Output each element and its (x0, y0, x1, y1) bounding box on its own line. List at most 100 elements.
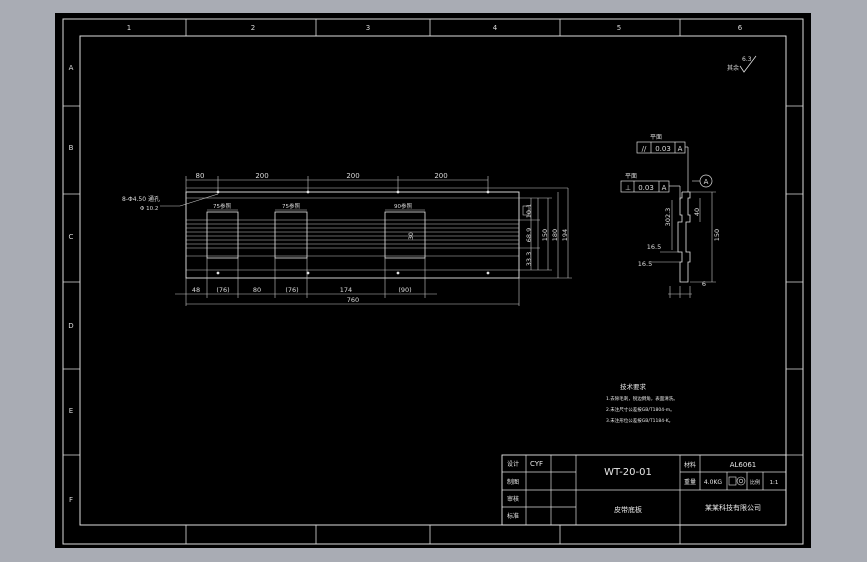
slot-height-dim: 30 (408, 232, 415, 240)
top-dim-1: 80 (196, 172, 205, 180)
tech-req-line-3: 3.未注形位公差按GB/T1184-K。 (606, 417, 673, 424)
bottom-dim-5: 174 (340, 286, 352, 294)
side-dimension-lines (650, 191, 716, 298)
front-view: 80 200 200 200 8-Φ4.50 通孔 Φ 10.2 75参照 75… (122, 172, 572, 306)
surface-finish-symbol (739, 55, 757, 73)
designer-name: CYF (530, 460, 543, 468)
right-dim-3: 33.3 (525, 252, 533, 266)
tol2-label: 平面 (625, 173, 637, 180)
zone-col-1: 1 (127, 24, 131, 32)
row-label-standard: 标准 (507, 512, 519, 520)
top-dimension-lines (185, 176, 568, 192)
right-dim-4: 150 (541, 229, 549, 241)
title-block-row-labels: 设计 制图 审核 标准 (507, 460, 519, 520)
side-dim-3: 150 (713, 229, 721, 241)
tol1-label: 平面 (650, 134, 662, 141)
tol2-value: 0.03 (638, 184, 654, 192)
bottom-dim-1: 48 (192, 286, 200, 294)
top-dimension-values: 80 200 200 200 (196, 172, 448, 180)
top-dim-4: 200 (434, 172, 447, 180)
side-view: 平面 // 0.03 A 平面 ⊥ 0.03 A A (620, 134, 721, 298)
bottom-dim-4: (76) (285, 286, 298, 294)
zone-row-a: A (69, 64, 74, 72)
zone-ticks (63, 19, 803, 544)
material-value: AL6061 (730, 461, 757, 469)
sheet-background (55, 13, 811, 548)
zone-col-3: 3 (366, 24, 370, 32)
company-name: 某某科技有限公司 (705, 503, 761, 512)
side-dim-2: 40 (693, 208, 701, 216)
tol1-frame (636, 141, 689, 192)
outer-border (62, 18, 804, 545)
drawing-number: WT-20-01 (604, 467, 652, 478)
part-name: 皮带底板 (614, 505, 642, 514)
slot-labels: 75参照 75参照 90参照 (213, 202, 412, 210)
slot-label-1: 75参照 (213, 202, 231, 210)
row-label-draw: 制图 (507, 478, 519, 486)
right-dim-6: 194 (561, 229, 569, 241)
bottom-dimension-lines (175, 258, 520, 306)
side-dimension-values: 302.3 40 150 16.5 16.5 6 (638, 208, 721, 288)
datum-label: A (704, 178, 709, 186)
hole-callout: 8-Φ4.50 通孔 (122, 195, 160, 203)
tol1-datum: A (678, 145, 683, 153)
zone-col-5: 5 (617, 24, 621, 32)
right-dimension-lines (519, 188, 572, 279)
zone-row-e: E (69, 407, 73, 415)
slot-label-3: 90参照 (394, 202, 412, 210)
inner-border (79, 35, 787, 526)
zone-labels: 1 2 3 4 5 6 A B C D E F (68, 24, 742, 504)
surface-finish-note: 其余 (727, 64, 739, 72)
slot-label-2: 75参照 (282, 202, 300, 210)
material-label: 材料 (684, 461, 696, 469)
tol1-value: 0.03 (655, 145, 671, 153)
hole-callout-leader (160, 193, 219, 207)
side-dim-5: 16.5 (638, 260, 652, 268)
projection-symbol-icon (728, 476, 746, 486)
tol1-symbol: // (642, 145, 647, 153)
zone-col-2: 2 (251, 24, 255, 32)
side-dim-6: 6 (702, 280, 706, 288)
bottom-dimension-values: 48 (76) 80 (76) 174 (90) 760 (192, 286, 412, 304)
title-block: 设计 制图 审核 标准 CYF WT-20-01 材料 AL6061 重量 4.… (501, 454, 787, 526)
zone-row-b: B (69, 144, 74, 152)
side-dim-1: 302.3 (664, 208, 672, 227)
slots (206, 211, 426, 259)
hole-callout-sub: Φ 10.2 (140, 206, 158, 212)
zone-row-c: C (69, 233, 74, 241)
tech-req-line-2: 2.未注尺寸公差按GB/T1804-m。 (606, 406, 675, 413)
bottom-dim-2: (76) (216, 286, 229, 294)
tol2-symbol: ⊥ (625, 184, 631, 192)
top-dim-2: 200 (255, 172, 268, 180)
right-dim-1: 10.1 (525, 204, 533, 218)
right-dim-5: 180 (551, 229, 559, 241)
zone-col-6: 6 (738, 24, 743, 32)
bottom-dim-3: 80 (253, 286, 261, 294)
tech-req-title: 技术要求 (620, 382, 647, 391)
plate-outline (185, 191, 520, 279)
row-label-design: 设计 (507, 460, 519, 468)
row-label-check: 审核 (507, 495, 519, 503)
weight-label: 重量 (684, 478, 696, 486)
zone-row-d: D (68, 322, 73, 330)
surface-finish-value: 6.3 (742, 56, 752, 63)
tol2-frame (620, 180, 681, 200)
weight-value: 4.0KG (704, 479, 722, 486)
plate-profile-lines (186, 197, 519, 271)
zone-col-4: 4 (493, 24, 498, 32)
bottom-dim-6: (90) (398, 286, 411, 294)
scale-label: 比例 (750, 479, 760, 486)
right-dimension-values: 10.1 68.9 33.3 150 180 194 (525, 204, 569, 266)
scale-value: 1:1 (770, 480, 779, 486)
right-dim-2: 68.9 (525, 228, 533, 242)
zone-row-f: F (69, 496, 73, 504)
tol2-datum: A (662, 184, 667, 192)
overall-length: 760 (347, 296, 359, 304)
top-dim-3: 200 (346, 172, 359, 180)
side-dim-4: 16.5 (647, 243, 661, 251)
tech-req-line-1: 1.去除毛刺，锐边倒角，表面清洗。 (606, 395, 678, 402)
tech-requirements: 技术要求 1.去除毛刺，锐边倒角，表面清洗。 2.未注尺寸公差按GB/T1804… (606, 382, 678, 424)
side-profile (677, 191, 691, 283)
